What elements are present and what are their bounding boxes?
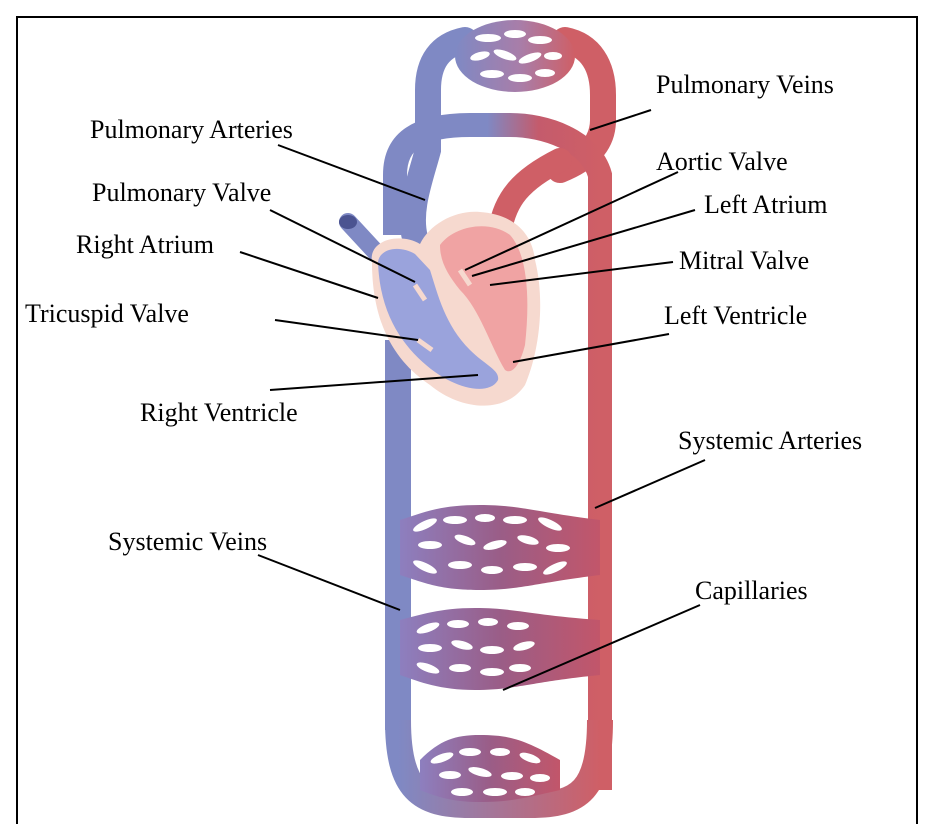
systemic-capillary-bed-2: [400, 608, 600, 690]
label-left-ventricle: Left Ventricle: [664, 301, 807, 331]
systemic-capillary-bed-1: [400, 505, 600, 590]
label-systemic-veins: Systemic Veins: [108, 527, 267, 557]
aorta-vessel: [500, 160, 560, 230]
label-capillaries: Capillaries: [695, 576, 808, 606]
label-right-atrium: Right Atrium: [76, 230, 214, 260]
leader-systemic-veins: [258, 555, 400, 610]
label-mitral-valve: Mitral Valve: [679, 246, 809, 276]
label-pulmonary-veins: Pulmonary Veins: [656, 70, 834, 100]
label-aortic-valve: Aortic Valve: [656, 147, 788, 177]
pulmonary-capillary-bed: [455, 20, 575, 92]
label-pulmonary-arteries: Pulmonary Arteries: [90, 115, 293, 145]
label-right-ventricle: Right Ventricle: [140, 398, 298, 428]
label-tricuspid-valve: Tricuspid Valve: [25, 299, 189, 329]
label-left-atrium: Left Atrium: [704, 190, 827, 220]
heart: [339, 212, 540, 406]
label-systemic-arteries: Systemic Arteries: [678, 426, 862, 456]
label-pulmonary-valve: Pulmonary Valve: [92, 178, 271, 208]
systemic-capillary-bed-3: [420, 735, 560, 802]
leader-right-atrium: [240, 252, 378, 298]
